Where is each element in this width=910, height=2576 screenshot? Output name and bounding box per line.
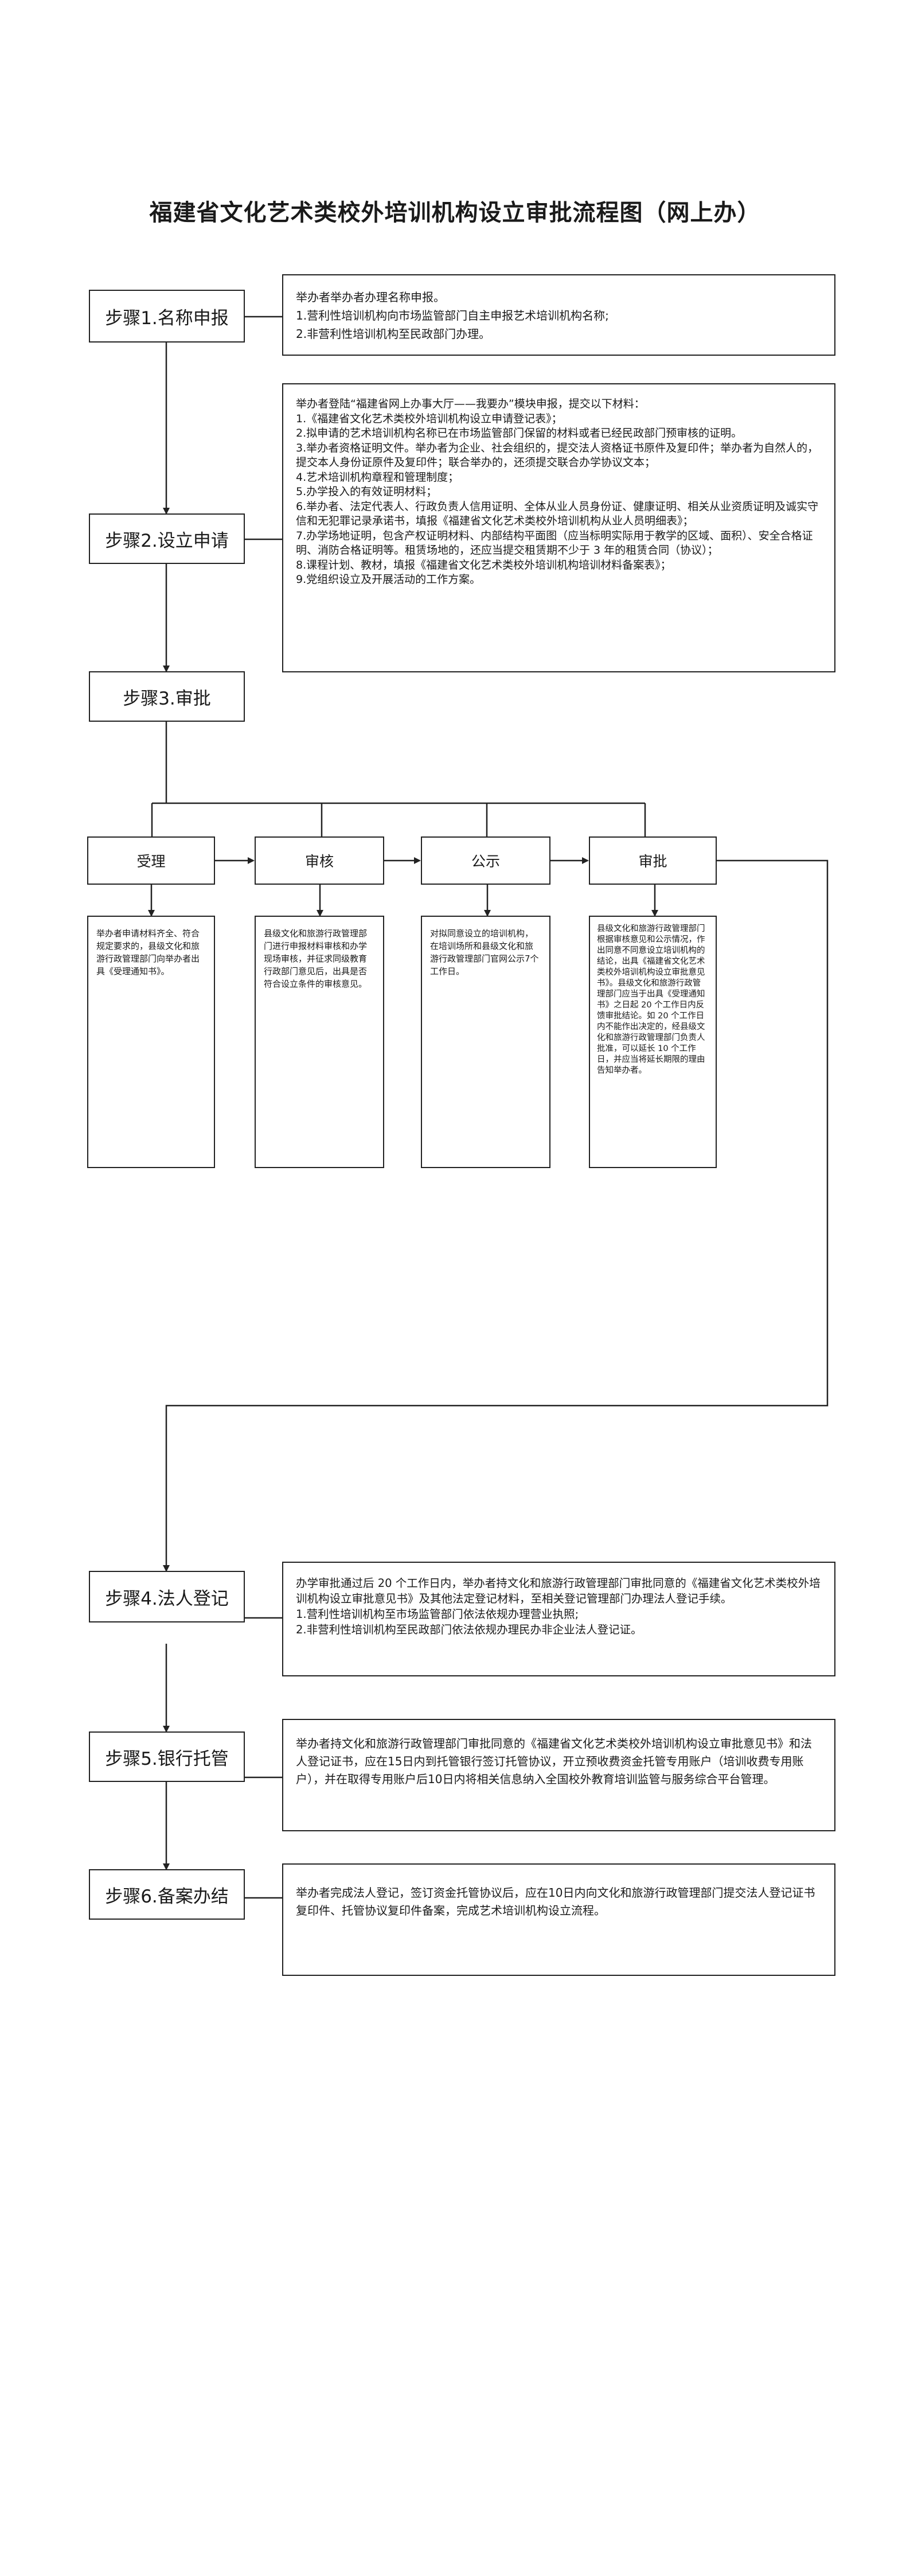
step2-note-line: 9.党组织设立及开展活动的工作方案。	[296, 573, 481, 586]
step2-note-line: 2.拟申请的艺术培训机构名称已在市场监管部门保留的材料或者已经民政部门预审核的证…	[296, 427, 743, 439]
step2-note-line: 1.《福建省文化艺术类校外培训机构设立申请登记表》；	[296, 412, 563, 425]
step3-box: 步骤3.审批	[89, 671, 245, 722]
step1-note-line: 1.营利性培训机构向市场监管部门自主申报艺术培训机构名称;	[296, 309, 609, 322]
step1-note-line: 2.非营利性培训机构至民政部门办理。	[296, 327, 491, 341]
step1-note: 举办者举办者办理名称申报。 1.营利性培训机构向市场监管部门自主申报艺术培训机构…	[282, 274, 835, 356]
step5-box: 步骤5.银行托管	[89, 1731, 245, 1782]
step4-note-line: 2.非营利性培训机构至民政部门依法依规办理民办非企业法人登记证。	[296, 1623, 642, 1636]
step2-note-line: 7.办学场地证明，包含产权证明材料、内部结构平面图（应当标明实际用于教学的区域、…	[296, 529, 813, 557]
stage-shenhe: 审核	[255, 836, 384, 885]
stage-shenpi-desc: 县级文化和旅游行政管理部门根据审核意见和公示情况，作出同意不同意设立培训机构的结…	[589, 916, 717, 1168]
stage-shenhe-desc: 县级文化和旅游行政管理部门进行申报材料审核和办学现场审核，并征求同级教育行政部门…	[255, 916, 384, 1168]
step2-box: 步骤2.设立申请	[89, 513, 245, 564]
step5-note-line: 举办者持文化和旅游行政管理部门审批同意的《福建省文化艺术类校外培训机构设立审批意…	[296, 1737, 812, 1786]
stage-gongshi-desc: 对拟同意设立的培训机构，在培训场所和县级文化和旅游行政管理部门官网公示7个工作日…	[421, 916, 550, 1168]
stage-shouli-desc: 举办者申请材料齐全、符合规定要求的，县级文化和旅游行政管理部门向举办者出具《受理…	[87, 916, 215, 1168]
step4-note: 办学审批通过后 20 个工作日内，举办者持文化和旅游行政管理部门审批同意的《福建…	[282, 1562, 835, 1676]
stage-shenpi: 审批	[589, 836, 717, 885]
step1-box: 步骤1.名称申报	[89, 290, 245, 343]
stage-gongshi: 公示	[421, 836, 550, 885]
step2-note-line: 5.办学投入的有效证明材料；	[296, 485, 438, 498]
step2-note-line: 8.课程计划、教材，填报《福建省文化艺术类校外培训机构培训材料备案表》；	[296, 558, 671, 571]
stage-shouli: 受理	[87, 836, 215, 885]
step4-note-line: 1.营利性培训机构至市场监管部门依法依规办理营业执照;	[296, 1608, 579, 1621]
step4-box: 步骤4.法人登记	[89, 1571, 245, 1622]
step6-note-line: 举办者完成法人登记，签订资金托管协议后，应在10日内向文化和旅游行政管理部门提交…	[296, 1886, 815, 1917]
arrow-shenpi-step4	[163, 859, 829, 1572]
step6-note: 举办者完成法人登记，签订资金托管协议后，应在10日内向文化和旅游行政管理部门提交…	[282, 1863, 835, 1976]
step2-note-line: 6.举办者、法定代表人、行政负责人信用证明、全体从业人员身份证、健康证明、相关从…	[296, 500, 819, 528]
step2-note-line: 3.举办者资格证明文件。举办者为企业、社会组织的，提交法人资格证书原件及复印件；…	[296, 441, 819, 469]
step5-note: 举办者持文化和旅游行政管理部门审批同意的《福建省文化艺术类校外培训机构设立审批意…	[282, 1719, 835, 1831]
step1-note-line: 举办者举办者办理名称申报。	[296, 290, 445, 304]
step2-note: 举办者登陆“福建省网上办事大厅——我要办”模块申报，提交以下材料： 1.《福建省…	[282, 383, 835, 672]
step2-note-line: 4.艺术培训机构章程和管理制度；	[296, 470, 459, 484]
step6-box: 步骤6.备案办结	[89, 1869, 245, 1920]
step2-note-line: 举办者登陆“福建省网上办事大厅——我要办”模块申报，提交以下材料：	[296, 398, 645, 410]
page-title: 福建省文化艺术类校外培训机构设立审批流程图（网上办）	[149, 199, 761, 226]
step4-note-line: 办学审批通过后 20 个工作日内，举办者持文化和旅游行政管理部门审批同意的《福建…	[296, 1577, 821, 1605]
